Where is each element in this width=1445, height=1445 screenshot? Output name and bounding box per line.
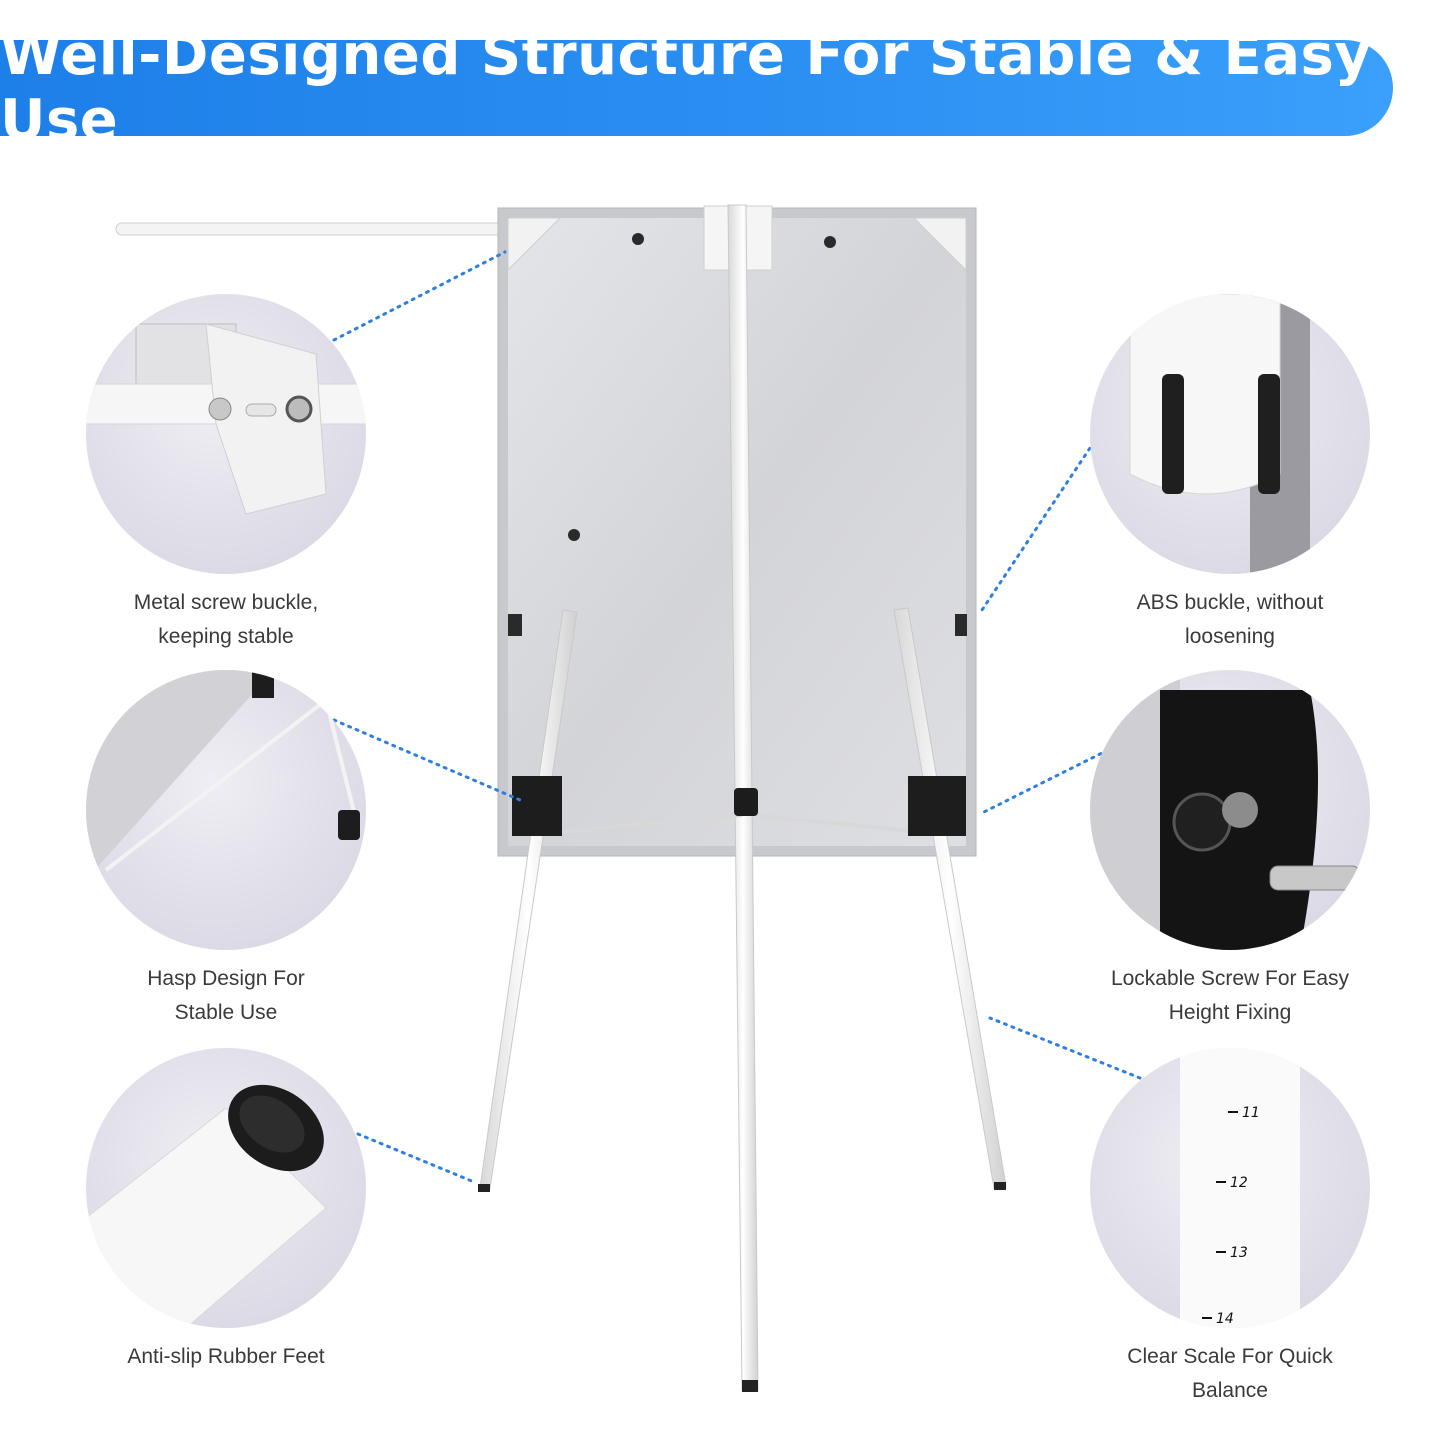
- scale-mark-13: 13: [1230, 1245, 1248, 1261]
- detail-metal-screw-buckle: [86, 294, 366, 574]
- caption-hasp-design: Hasp Design For Stable Use: [147, 967, 305, 1024]
- caption-abs-buckle: ABS buckle, without loosening: [1136, 591, 1324, 648]
- detail-hasp-design: [86, 670, 366, 950]
- scale-mark-14: 14: [1216, 1311, 1234, 1327]
- connector-lines: [332, 250, 1142, 1184]
- detail-lockable-screw: [1090, 670, 1370, 950]
- caption-metal-screw-buckle: Metal screw buckle, keeping stable: [133, 591, 319, 648]
- header-banner: Well-Designed Structure For Stable & Eas…: [0, 23, 1393, 153]
- scale-mark-11: 11: [1242, 1105, 1260, 1121]
- banner-title: Well-Designed Structure For Stable & Eas…: [0, 23, 1372, 153]
- caption-clear-scale: Clear Scale For Quick Balance: [1127, 1345, 1333, 1402]
- detail-rubber-feet: [86, 1048, 366, 1328]
- caption-rubber-feet: Anti-slip Rubber Feet: [127, 1345, 325, 1368]
- caption-lockable-screw: Lockable Screw For Easy Height Fixing: [1110, 967, 1350, 1024]
- detail-clear-scale: 11 12 13 14: [1090, 1048, 1370, 1328]
- scale-mark-12: 12: [1230, 1175, 1248, 1191]
- easel-legs: [478, 204, 1007, 1392]
- extension-arm: [115, 222, 509, 236]
- detail-abs-buckle: [1090, 294, 1370, 574]
